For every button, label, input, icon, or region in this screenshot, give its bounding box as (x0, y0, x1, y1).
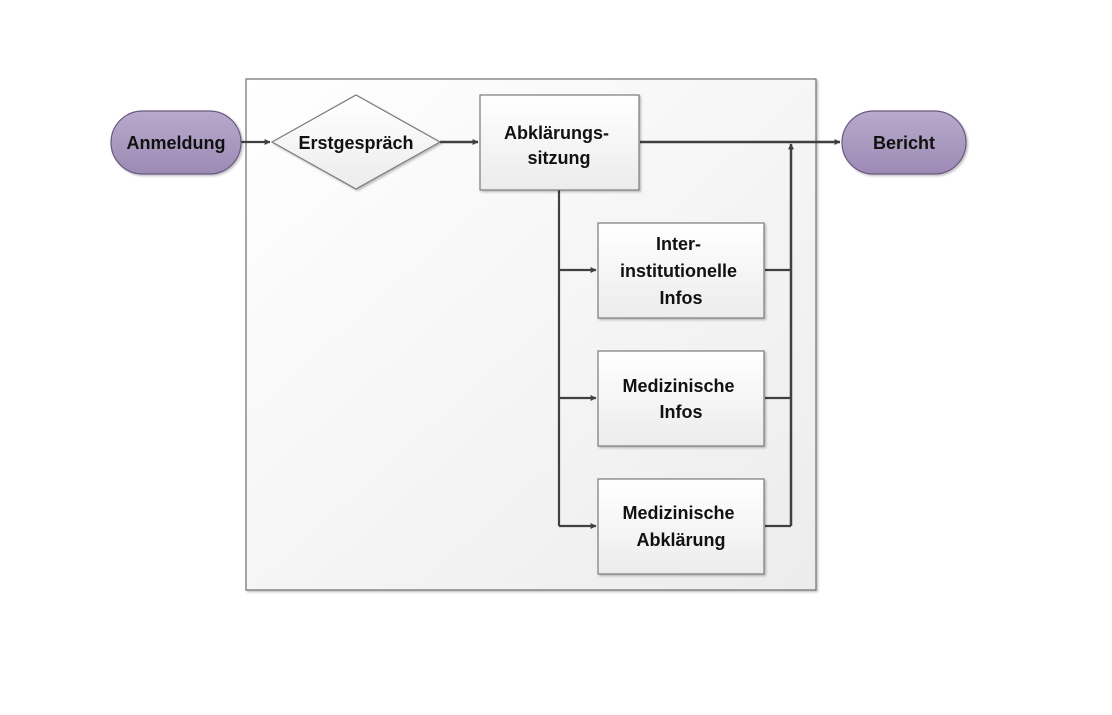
node-erstgespraech-label: Erstgespräch (298, 133, 413, 153)
node-med-abklaerung[interactable]: Medizinische Abklärung (597, 478, 765, 575)
node-med-abklaerung-label: Medizinische Abklärung (622, 503, 739, 550)
node-abklaerungssitzung-label: Abklärungs- sitzung (504, 123, 614, 168)
node-bericht[interactable]: Bericht (841, 110, 967, 175)
node-erstgespraech[interactable]: Erstgespräch (270, 94, 442, 190)
node-anmeldung[interactable]: Anmeldung (110, 110, 242, 175)
node-inter-infos-label: Inter- institutionelle Infos (620, 234, 742, 308)
node-med-infos-label: Medizinische Infos (622, 376, 739, 422)
node-abklaerungssitzung[interactable]: Abklärungs- sitzung (479, 94, 640, 191)
node-inter-infos[interactable]: Inter- institutionelle Infos (597, 222, 765, 319)
connectors (241, 139, 841, 529)
node-med-infos[interactable]: Medizinische Infos (597, 350, 765, 447)
node-anmeldung-label: Anmeldung (127, 133, 226, 153)
node-bericht-label: Bericht (873, 133, 935, 153)
